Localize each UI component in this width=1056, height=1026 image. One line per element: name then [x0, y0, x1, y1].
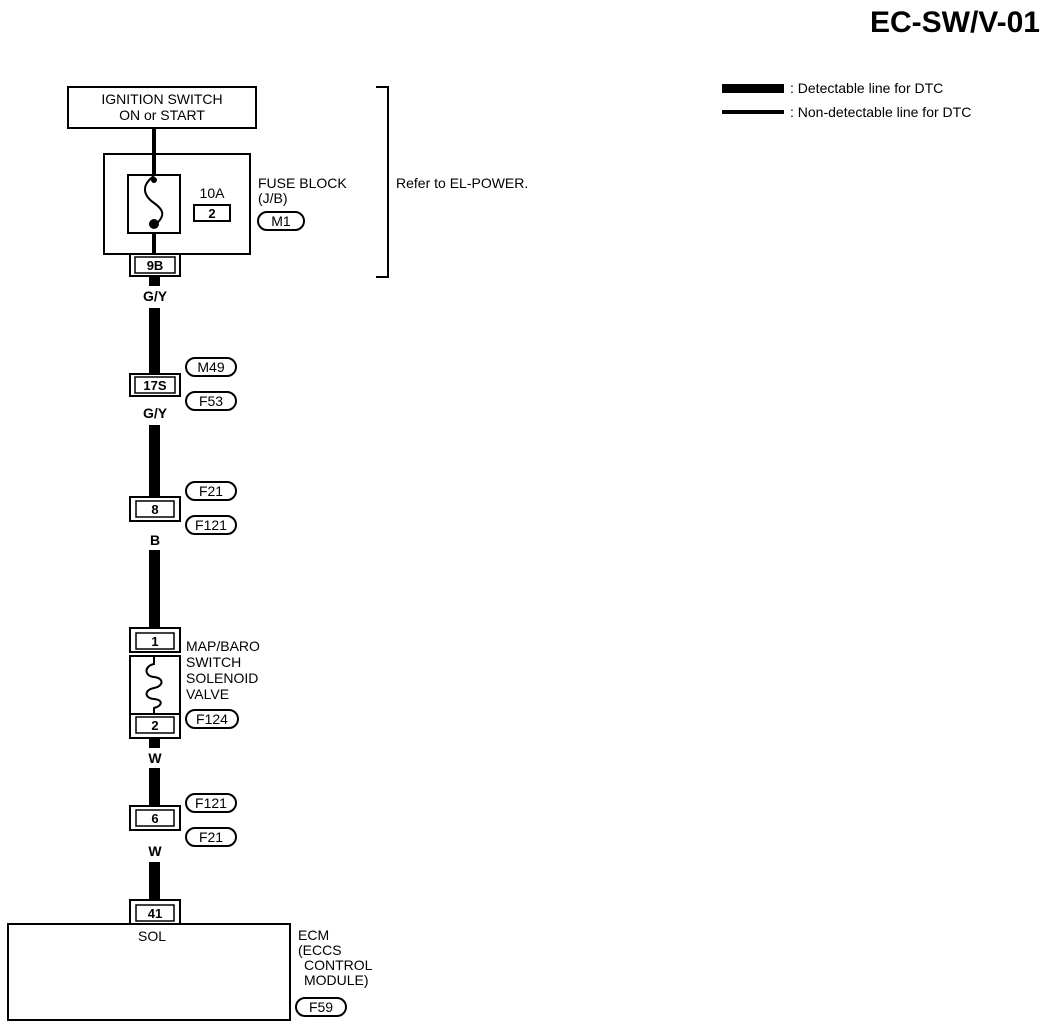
wire-color-2: G/Y [143, 405, 168, 421]
connector-8: 8 F21 F121 [129, 481, 237, 535]
solenoid-label4: VALVE [186, 686, 229, 702]
connector-f121-top: F121 [195, 517, 227, 533]
connector-8-pin: 8 [151, 502, 158, 517]
wire-4 [149, 768, 160, 806]
ignition-switch: IGNITION SWITCH ON or START [67, 86, 257, 129]
connector-f53: F53 [199, 393, 223, 409]
fuse-block-connector: M1 [271, 213, 291, 229]
fuse-icon [144, 175, 164, 227]
connector-6: 6 F121 F21 [129, 793, 237, 847]
connector-17s: 17S M49 F53 [129, 357, 237, 411]
solenoid-label3: SOLENOID [186, 670, 258, 686]
ecm-label4: MODULE) [304, 972, 369, 988]
solenoid-valve: 1 2 MAP/BARO SWITCH SOLENOID VALVE F124 [129, 627, 260, 739]
connector-m49: M49 [197, 359, 224, 375]
ecm-label1: ECM [298, 927, 329, 943]
connector-f21-top: F21 [199, 483, 223, 499]
ecm-label2: (ECCS [298, 942, 342, 958]
connector-9b: 9B [129, 253, 181, 277]
legend-non-detectable-text: : Non-detectable line for DTC [790, 104, 971, 120]
page-code: EC-SW/V-01 [870, 6, 1040, 39]
ignition-switch-line1: IGNITION SWITCH [101, 91, 222, 107]
power-bracket: Refer to EL-POWER. [376, 86, 528, 278]
wire-non-detectable [152, 128, 156, 176]
connector-f124: F124 [196, 711, 228, 727]
legend-detectable-line [722, 84, 784, 93]
connector-f59: F59 [309, 999, 333, 1015]
fuse-amperage: 10A [200, 185, 226, 201]
wire-1 [149, 308, 160, 374]
wire-3 [149, 550, 160, 628]
wire-color-3: B [150, 532, 160, 548]
solenoid-pin-2: 2 [151, 718, 158, 733]
fuse-block-label2: (J/B) [258, 190, 288, 206]
connector-f121-bottom: F121 [195, 795, 227, 811]
fuse-number: 2 [208, 206, 215, 221]
legend: : Detectable line for DTC : Non-detectab… [722, 80, 971, 120]
connector-f21-bottom: F21 [199, 829, 223, 845]
solenoid-pin-1: 1 [151, 634, 158, 649]
legend-non-detectable-line [722, 110, 784, 114]
wire-color-5: W [148, 843, 162, 859]
wire-color-1: G/Y [143, 288, 168, 304]
ecm-terminal: SOL [138, 928, 166, 944]
connector-9b-pin: 9B [147, 258, 164, 273]
wire-5 [149, 862, 160, 900]
connector-17s-pin: 17S [143, 378, 166, 393]
ecm-label3: CONTROL [304, 957, 373, 973]
solenoid-label2: SWITCH [186, 654, 241, 670]
refer-text: Refer to EL-POWER. [396, 175, 528, 191]
solenoid-label1: MAP/BARO [186, 638, 260, 654]
wire-2 [149, 425, 160, 497]
legend-detectable-text: : Detectable line for DTC [790, 80, 943, 96]
fuse-block: 10A 2 FUSE BLOCK (J/B) M1 [103, 153, 347, 255]
wire-color-4: W [148, 750, 162, 766]
coil-icon [145, 656, 163, 714]
fuse-block-label1: FUSE BLOCK [258, 175, 347, 191]
connector-6-pin: 6 [151, 811, 158, 826]
ecm: 41 SOL ECM (ECCS CONTROL MODULE) F59 [7, 899, 373, 1021]
ecm-pin: 41 [148, 906, 162, 921]
ignition-switch-line2: ON or START [119, 107, 205, 123]
